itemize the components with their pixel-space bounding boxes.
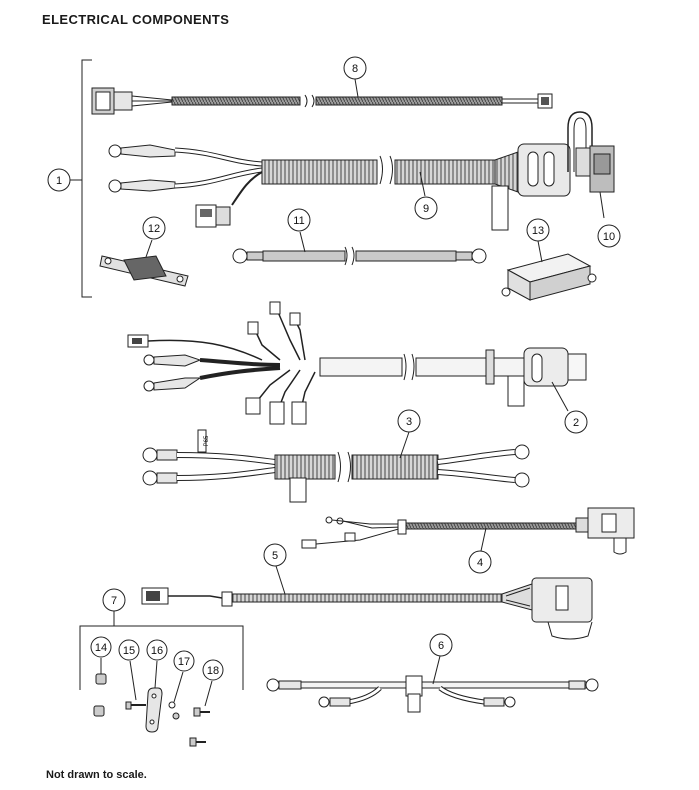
callout-7: 7 <box>102 588 126 612</box>
svg-text:4: 4 <box>477 557 483 569</box>
svg-text:15: 15 <box>123 645 135 657</box>
callout-14: 14 <box>90 636 112 658</box>
page-title: ELECTRICAL COMPONENTS <box>42 12 230 27</box>
item-11-cable <box>232 246 487 266</box>
item-10-socket <box>567 111 615 219</box>
item-13-module <box>501 253 597 301</box>
item-4-harness <box>301 507 635 555</box>
svg-text:11: 11 <box>293 215 304 227</box>
item-8-harness <box>91 87 553 115</box>
item-17-washer <box>168 701 180 720</box>
svg-text:3: 3 <box>406 416 412 428</box>
callout-6: 6 <box>429 633 453 657</box>
callout-1: 1 <box>47 168 71 192</box>
svg-text:12: 12 <box>148 223 160 235</box>
item-1-bracket <box>70 59 92 298</box>
callout-11: 11 <box>287 208 311 232</box>
callout-15: 15 <box>118 639 140 661</box>
svg-text:5: 5 <box>272 550 278 562</box>
item-12-fuse <box>99 255 189 287</box>
svg-text:10: 10 <box>603 231 615 243</box>
item-9-harness <box>108 143 571 231</box>
svg-text:13: 13 <box>532 225 544 237</box>
svg-text:7: 7 <box>111 595 117 607</box>
item-5-harness <box>141 577 593 640</box>
svg-text:6: 6 <box>438 640 444 652</box>
svg-text:16: 16 <box>151 645 163 657</box>
callout-16: 16 <box>146 639 168 661</box>
callout-5: 5 <box>263 543 287 567</box>
item-18-bolt <box>189 707 210 747</box>
svg-text:14: 14 <box>95 642 107 654</box>
callout-2: 2 <box>564 410 588 434</box>
item-3-harness: P65 <box>142 429 530 503</box>
scale-note: Not drawn to scale. <box>46 769 147 781</box>
svg-text:18: 18 <box>207 665 219 677</box>
item-16-plate <box>145 687 163 733</box>
callout-3: 3 <box>397 409 421 433</box>
callout-8: 8 <box>343 56 367 80</box>
callout-18: 18 <box>202 659 224 681</box>
svg-text:1: 1 <box>56 175 62 187</box>
callout-13: 13 <box>526 218 550 242</box>
svg-text:9: 9 <box>423 203 429 215</box>
item-15-screw <box>125 701 146 710</box>
item-7-bracket <box>79 611 244 690</box>
item-2-harness <box>127 301 587 425</box>
svg-text:17: 17 <box>178 656 190 668</box>
svg-text:2: 2 <box>573 417 579 429</box>
callout-17: 17 <box>173 650 195 672</box>
svg-text:8: 8 <box>352 63 358 75</box>
callout-9: 9 <box>414 196 438 220</box>
callout-4: 4 <box>468 550 492 574</box>
item-14-nut <box>93 673 107 717</box>
item-6-cable <box>266 675 599 713</box>
callout-10: 10 <box>597 224 621 248</box>
svg-text:P65: P65 <box>204 435 210 446</box>
callout-12: 12 <box>142 216 166 240</box>
